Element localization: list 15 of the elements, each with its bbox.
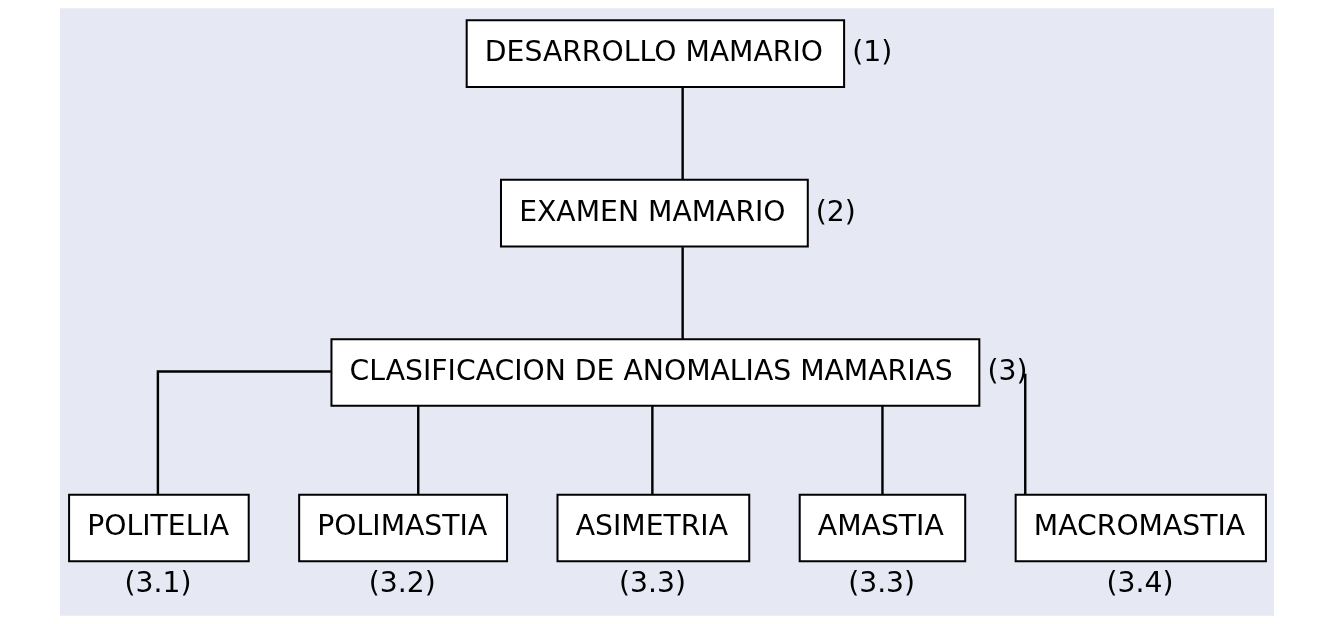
node-label: (3.2) xyxy=(368,565,436,599)
node-label: (3.3) xyxy=(848,565,916,599)
connector xyxy=(1024,373,1027,495)
connector xyxy=(681,247,684,339)
node-label: (3.3) xyxy=(619,565,687,599)
connector xyxy=(651,406,654,495)
connector xyxy=(417,406,420,495)
connector xyxy=(156,370,331,494)
connector xyxy=(881,406,884,495)
node-label: (1) xyxy=(852,35,893,69)
node-label: (3) xyxy=(987,354,1028,388)
node-label: (2) xyxy=(815,194,856,228)
node-label: (3.4) xyxy=(1106,565,1174,599)
connector xyxy=(681,87,684,180)
node-label: (3.1) xyxy=(124,565,192,599)
